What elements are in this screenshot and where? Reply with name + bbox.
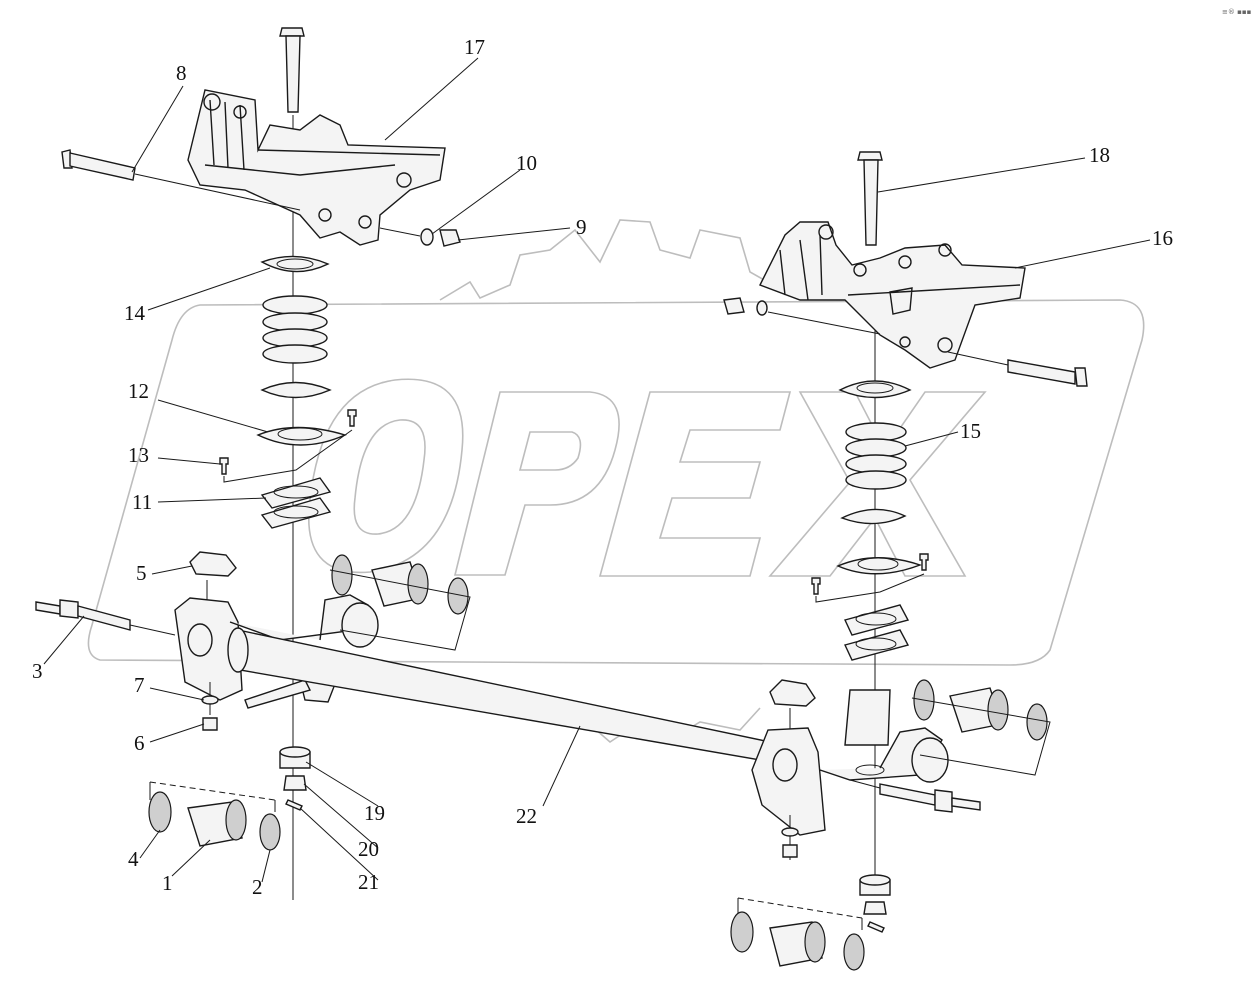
corner-mark: ≡® ▪▪▪ <box>1222 8 1252 16</box>
right-screw-b <box>919 553 929 571</box>
left-spacer-11a <box>260 477 332 509</box>
callout-7: 7 <box>134 673 145 697</box>
right-king-pin <box>857 151 883 246</box>
right-stud <box>849 779 981 813</box>
callout-12: 12 <box>128 379 149 403</box>
left-spring-seat-14 <box>260 255 330 273</box>
left-bolt-8 <box>61 149 301 211</box>
callout-6: 6 <box>134 731 145 755</box>
callout-9: 9 <box>576 215 587 239</box>
left-bushing-set-lower <box>148 781 281 851</box>
callout-16: 16 <box>1152 226 1173 250</box>
callout-19: 19 <box>364 801 385 825</box>
callout-2: 2 <box>252 875 263 899</box>
callout-4: 4 <box>128 847 139 871</box>
right-bottom-stack <box>859 874 891 933</box>
callout-14: 14 <box>124 301 146 325</box>
right-screw-a <box>811 577 821 595</box>
right-spring-seat-lower <box>840 508 907 525</box>
leader-lines <box>43 57 1151 883</box>
callout-17: 17 <box>464 35 485 59</box>
callout-11: 11 <box>132 490 152 514</box>
callout-3: 3 <box>32 659 43 683</box>
right-washer-nut <box>723 297 881 335</box>
callout-13: 13 <box>128 443 149 467</box>
callout-5: 5 <box>136 561 147 585</box>
right-bolt <box>947 351 1088 387</box>
callout-21: 21 <box>358 870 379 894</box>
watermark-letter-o <box>308 378 464 574</box>
callout-labels: 8 17 10 9 18 16 14 12 13 11 15 5 3 7 6 1… <box>32 35 1173 899</box>
watermark-letter-p <box>453 391 620 576</box>
right-lower-arm <box>751 689 949 836</box>
right-spacer-b <box>844 629 910 661</box>
callout-20: 20 <box>358 837 379 861</box>
left-upper-bracket <box>187 89 446 246</box>
left-spacer-11b <box>260 497 332 529</box>
callout-22: 22 <box>516 804 537 828</box>
left-screw-13a <box>219 457 229 475</box>
left-assembly <box>35 27 772 900</box>
left-lower-arm <box>174 594 379 709</box>
callout-18: 18 <box>1089 143 1110 167</box>
right-cushion <box>769 679 816 707</box>
left-mount-plate-12 <box>256 426 348 446</box>
right-spacer-a <box>844 604 910 636</box>
callout-15: 15 <box>960 419 981 443</box>
callout-1: 1 <box>162 871 173 895</box>
right-coil-spring <box>845 422 907 490</box>
right-bushing-set-upper <box>911 679 1051 776</box>
right-washer-nut-lower <box>781 815 799 860</box>
right-bushing-set-lower <box>730 897 865 971</box>
left-torsion-bar-22 <box>227 627 772 761</box>
callout-8: 8 <box>176 61 187 85</box>
left-king-pin <box>279 27 305 113</box>
left-screw-13b <box>347 409 357 427</box>
left-bushing-set-upper <box>329 554 471 651</box>
left-cushion-5 <box>189 551 237 577</box>
watermark-letter-e <box>598 391 792 577</box>
left-coil-spring <box>262 295 328 364</box>
left-washer-nut <box>379 227 461 247</box>
right-spring-seat-upper <box>838 380 912 399</box>
left-stud-3 <box>35 599 176 636</box>
right-upper-bracket <box>759 221 1026 369</box>
left-spring-seat-lower <box>260 381 332 399</box>
right-mount-plate <box>836 557 923 575</box>
callout-10: 10 <box>516 151 537 175</box>
right-assembly <box>723 151 1088 971</box>
watermark-frame <box>87 299 1145 666</box>
left-bottom-stack <box>279 746 311 811</box>
